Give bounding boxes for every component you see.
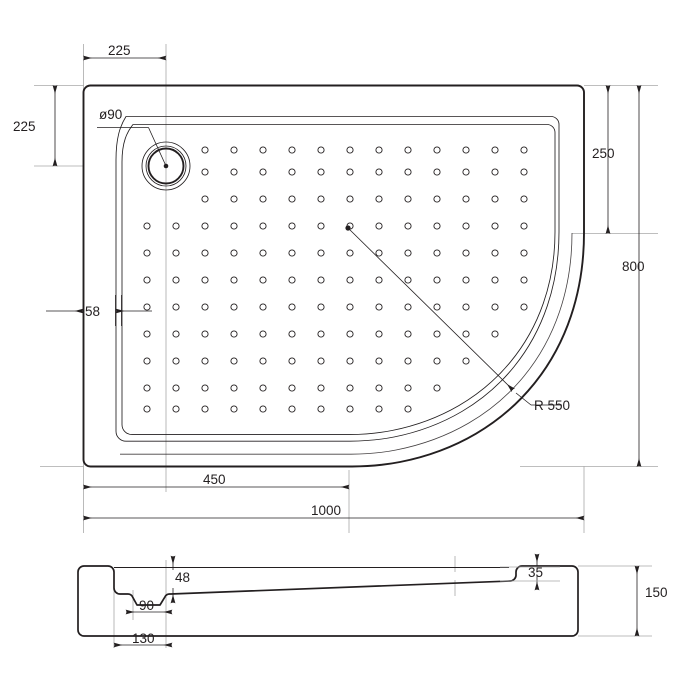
dimension-250-label: 250 bbox=[592, 146, 615, 161]
dimension-90-label: 90 bbox=[139, 598, 154, 613]
dimension-58 bbox=[46, 295, 152, 326]
dimension-225-left-label: 225 bbox=[13, 119, 36, 134]
dimension-1000-label: 1000 bbox=[311, 503, 341, 518]
plan-view: ø90 R 550 225 225 bbox=[13, 43, 645, 521]
drain-outer-circle bbox=[141, 141, 191, 191]
tray-outline bbox=[82, 84, 585, 468]
section-body-outline bbox=[77, 565, 579, 637]
dimension-130-label: 130 bbox=[132, 631, 155, 646]
section-extension-ticks bbox=[500, 566, 560, 582]
drain-bore-circle bbox=[147, 147, 185, 185]
section-view: 48 90 130 35 150 bbox=[77, 553, 668, 648]
dimension-48-label: 48 bbox=[175, 570, 190, 585]
dimension-800-label: 800 bbox=[622, 259, 645, 274]
corner-radius-label: R 550 bbox=[534, 398, 570, 413]
extension-lines bbox=[34, 44, 658, 648]
drain-mid-circle bbox=[145, 145, 187, 187]
drain-diameter-label: ø90 bbox=[99, 107, 122, 122]
tray-outer-radius-contour bbox=[120, 232, 573, 455]
drain-outlet bbox=[141, 141, 191, 191]
diameter-leader bbox=[97, 127, 167, 167]
tray-basin-contour bbox=[121, 124, 556, 436]
dimension-450-label: 450 bbox=[203, 472, 226, 487]
radius-leader bbox=[345, 225, 562, 406]
dimension-225-top-label: 225 bbox=[108, 43, 131, 58]
dimension-58-label: 58 bbox=[85, 304, 100, 319]
dimension-150-label: 150 bbox=[645, 585, 668, 600]
dimension-35-label: 35 bbox=[528, 565, 543, 580]
anti-slip-dot-grid bbox=[143, 146, 528, 413]
tray-rim-inner-contour bbox=[115, 116, 560, 442]
